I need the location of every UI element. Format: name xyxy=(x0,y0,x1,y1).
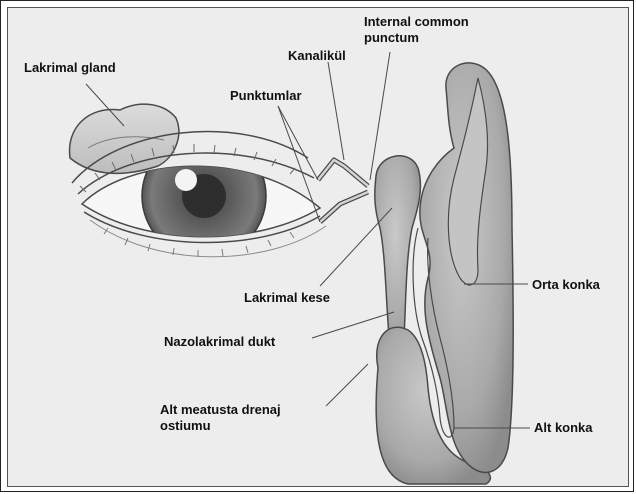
pupil-highlight xyxy=(175,169,197,191)
leader-lakrimal-kese xyxy=(320,208,392,286)
leader-nazolakrimal-dukt xyxy=(312,312,394,338)
upper-canaliculus xyxy=(318,160,368,186)
label-nazolakrimal-dukt: Nazolakrimal dukt xyxy=(164,334,275,349)
lacrimal-system-illustration xyxy=(8,8,629,487)
label-alt-meatus-2: ostiumu xyxy=(160,418,211,433)
leader-punktumlar-upper xyxy=(278,106,318,180)
lacrimal-gland-shape xyxy=(70,104,179,173)
leader-kanalikul xyxy=(328,62,344,160)
label-alt-meatus-1: Alt meatusta drenaj xyxy=(160,402,281,417)
label-internal-common-punctum-2: punctum xyxy=(364,30,419,45)
label-kanalikul: Kanalikül xyxy=(288,48,346,63)
label-lakrimal-kese: Lakrimal kese xyxy=(244,290,330,305)
label-orta-konka: Orta konka xyxy=(532,277,600,292)
label-internal-common-punctum-1: Internal common xyxy=(364,14,469,29)
label-punktumlar: Punktumlar xyxy=(230,88,302,103)
leader-alt-meatus xyxy=(326,364,368,406)
diagram-panel: Lakrimal gland Internal common punctum K… xyxy=(7,7,629,487)
label-lakrimal-gland: Lakrimal gland xyxy=(24,60,116,75)
lower-canaliculus xyxy=(320,192,368,222)
label-alt-konka: Alt konka xyxy=(534,420,593,435)
